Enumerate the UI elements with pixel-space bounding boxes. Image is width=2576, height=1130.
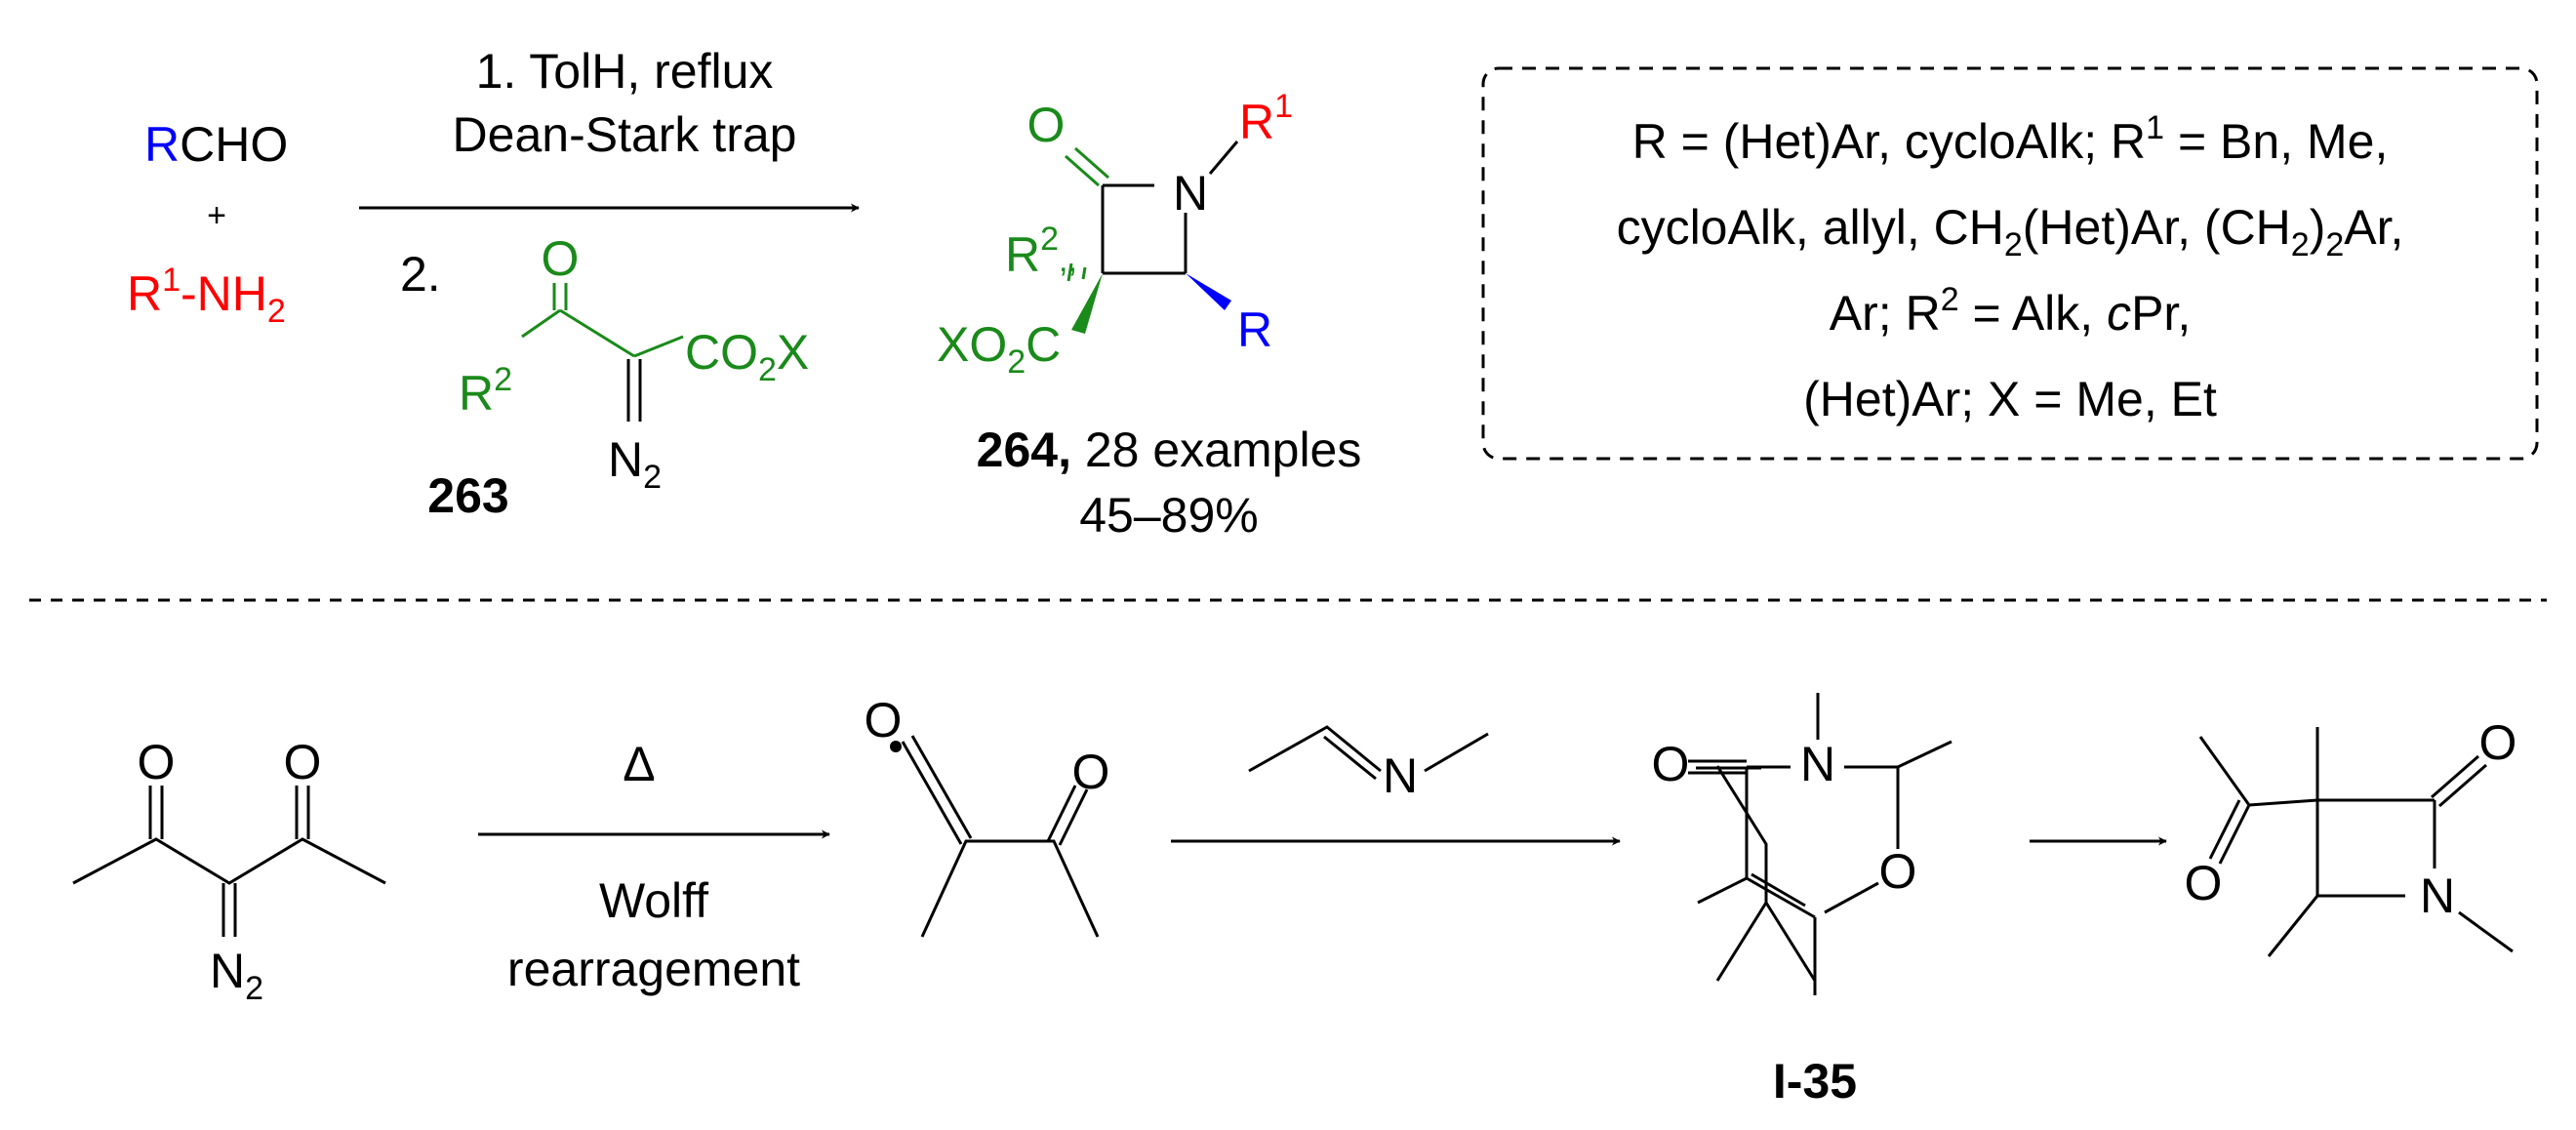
- intermediate-I-35-skeleton: O N O I-35: [1652, 693, 1952, 1109]
- condition-step1-line2: Dean-Stark trap: [453, 107, 797, 162]
- scope-line-1: R = (Het)Ar, cycloAlk; R1 = Bn, Me,: [1632, 109, 2389, 169]
- ketene-intermediate: O O: [865, 693, 1110, 938]
- plus-sign: +: [207, 197, 226, 234]
- aldehyde-reactant: RCHO: [144, 117, 288, 172]
- diazo-co2x: CO2X: [685, 325, 809, 388]
- start-n2: N2: [210, 944, 263, 1007]
- product-xo2c: XO2C: [937, 317, 1061, 381]
- scope-line-2: cycloAlk, allyl, CH2(Het)Ar, (CH2)2Ar,: [1617, 200, 2404, 263]
- heat-symbol: Δ: [623, 737, 655, 791]
- beta-lactam-product-264: O N R1 R2,, XO2C R 264, 28 examples 45–8…: [937, 88, 1361, 543]
- product-264-caption: 264, 28 examples: [977, 423, 1362, 477]
- diazodiketone: O O N2: [72, 735, 386, 1007]
- I35-label: I-35: [1773, 1054, 1857, 1109]
- condition-step1-line1: 1. TolH, reflux: [476, 44, 774, 99]
- imine-n: N: [1383, 748, 1418, 803]
- diazo-o: O: [542, 231, 580, 286]
- wolff-label-2: rearragement: [507, 942, 800, 996]
- I35-o-carbonyl: O: [1652, 737, 1690, 791]
- product-o: O: [1027, 98, 1066, 152]
- product-r2: R2,,: [1005, 221, 1077, 282]
- scope-box: R = (Het)Ar, cycloAlk; R1 = Bn, Me, cycl…: [1481, 66, 2539, 461]
- ketene-o2: O: [1072, 745, 1110, 799]
- imine-reagent: N: [1248, 725, 1489, 803]
- ketene-o1: O: [865, 693, 903, 747]
- I35-n: N: [1800, 737, 1835, 791]
- final-beta-lactam: O O N: [2185, 715, 2517, 957]
- product-r: R: [1237, 303, 1272, 357]
- start-o1: O: [138, 735, 176, 789]
- final-o-acetyl: O: [2185, 856, 2223, 910]
- diazo-n2: N2: [608, 432, 662, 496]
- amine-reactant: R1-NH2: [127, 262, 286, 330]
- scope-line-4: (Het)Ar; X = Me, Et: [1803, 372, 2217, 426]
- final-n: N: [2420, 868, 2455, 923]
- product-n: N: [1173, 166, 1208, 221]
- I35-o-ring: O: [1879, 844, 1917, 899]
- condition-step2: 2.: [400, 247, 441, 302]
- final-o-lactam: O: [2479, 715, 2517, 770]
- mechanism-scheme: O O N2 Δ Wolff rearragement O O N: [72, 693, 2517, 1109]
- diazo-r2: R2: [459, 361, 512, 421]
- scope-line-3: Ar; R2 = Alk, cPr,: [1830, 281, 2191, 341]
- diazo-reagent-263: O R2 CO2X N2 263: [427, 231, 809, 523]
- wolff-label-1: Wolff: [599, 873, 708, 928]
- start-o2: O: [284, 735, 322, 789]
- compound-263-label: 263: [427, 468, 508, 523]
- product-r1: R1: [1239, 88, 1293, 149]
- top-scheme: RCHO + R1-NH2 1. TolH, reflux Dean-Stark…: [127, 44, 2539, 543]
- product-264-yield: 45–89%: [1079, 488, 1259, 543]
